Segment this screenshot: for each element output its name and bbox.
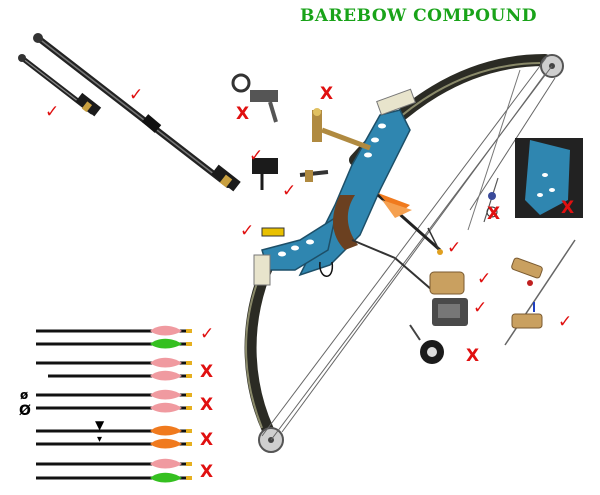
arrow-1-2-icon [36,338,192,349]
arrow-3-2-icon [36,402,192,413]
triangle-symbol-large: ▼ [95,418,105,432]
finger-tab-icon [429,271,468,326]
diagram-title: BAREBOW COMPOUND [300,6,538,26]
nocked-arrow-icon [319,193,441,291]
arrow-group-3-mark: X [200,395,214,415]
caliper-release-mark: X [466,346,480,366]
arrow-2-2-icon [48,370,192,381]
arrow-1-1-icon [36,325,192,336]
plunger-mark: ✓ [282,181,297,201]
arrow-2-1-icon [36,357,192,368]
diameter-symbol-small: ø [20,388,29,402]
bow-lower-limb [244,259,274,436]
long-stabilizer-icon [33,33,241,192]
peep-sight-mark: X [236,104,250,124]
cam-detail-mark: X [561,198,575,218]
arrow-4-1-icon [36,425,192,436]
arrow-group-1-mark: ✓ [200,324,215,344]
plunger-icon [299,170,329,182]
finger-tab-mark-2: ✓ [473,298,488,318]
bow-riser [253,88,416,286]
finger-tab-mark-1: ✓ [477,269,492,289]
arrow-5-1-icon [36,458,192,469]
arrow-rest-mark: ✓ [249,146,264,166]
arrow-group-5-mark: X [200,462,214,482]
level-mark: ✓ [240,221,255,241]
arrow-3-1-icon [36,389,192,400]
short-stabilizer-icon [18,54,102,117]
peep-sight-icon [231,73,278,123]
triangle-symbol-small: ▾ [97,434,103,445]
pin-sight-icon [312,108,371,151]
arrow-rest-icon [252,158,278,190]
hand-release-mark: ✓ [558,312,573,332]
arrow-group-4-mark: X [200,430,214,450]
arrow-5-2-icon [36,472,192,483]
kisser-button-icon [483,177,499,223]
clicker-icon [427,227,443,255]
level-icon [261,227,285,237]
diameter-symbol-large: Ø [19,403,31,419]
short-stabilizer-mark: ✓ [45,102,60,122]
arrow-group-2-mark: X [200,362,214,382]
hand-release-icon [504,239,576,346]
pin-sight-mark: X [320,84,334,104]
clicker-mark: ✓ [447,238,462,258]
bow-strings [261,57,556,441]
arrow-4-2-icon [36,438,192,449]
riser-cam-detail-icon [515,138,583,218]
caliper-release-icon [409,324,444,364]
kisser-mark: X [487,204,501,224]
long-stabilizer-mark: ✓ [129,85,144,105]
